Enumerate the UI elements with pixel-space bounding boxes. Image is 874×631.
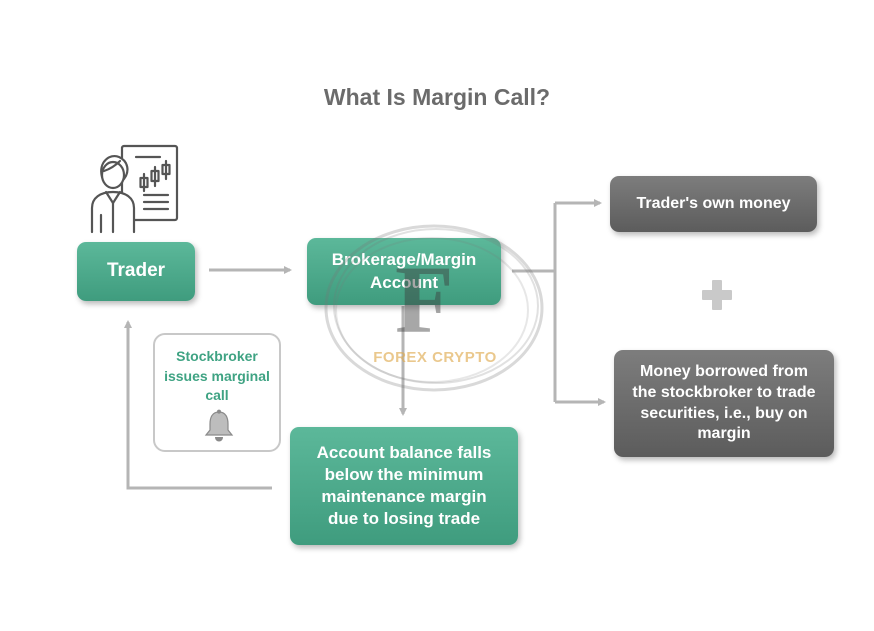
- brokerage-account-box: Brokerage/Margin Account: [307, 238, 501, 305]
- trader-label: Trader: [106, 260, 166, 282]
- own-money-label: Trader's own money: [636, 194, 791, 212]
- balance-falls-box: Account balance falls below the minimum …: [290, 427, 518, 545]
- plus-icon: [702, 280, 732, 310]
- borrowed-money-box: Money borrowed from the stockbroker to t…: [614, 350, 834, 457]
- margin-call-notice: Stockbroker issues marginal call: [153, 333, 281, 452]
- trader-with-chart-icon: [90, 144, 179, 234]
- bell-icon: [204, 409, 234, 442]
- trader-box: Trader: [77, 242, 195, 301]
- balance-falls-label: Account balance falls below the minimum …: [316, 442, 492, 529]
- watermark-letter: F: [395, 246, 454, 353]
- watermark-text: FOREX CRYPTO: [373, 349, 497, 366]
- own-money-box: Trader's own money: [610, 176, 817, 232]
- page-title: What Is Margin Call?: [323, 84, 551, 110]
- brokerage-account-label: Brokerage/Margin Account: [331, 250, 477, 292]
- margin-call-notice-label: Stockbroker issues marginal call: [164, 348, 270, 404]
- arrow-balance-to-trader: [124, 320, 272, 490]
- borrowed-money-label: Money borrowed from the stockbroker to t…: [632, 362, 816, 443]
